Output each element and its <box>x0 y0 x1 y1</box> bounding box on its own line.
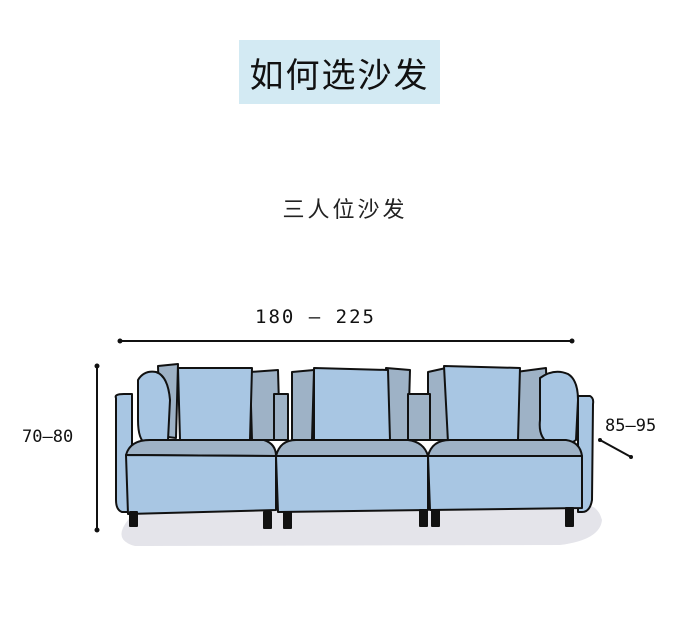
sofa <box>114 363 595 529</box>
back-frame-mid-left <box>273 393 289 441</box>
seat-front-1 <box>125 454 277 515</box>
sofa-leg <box>419 509 428 527</box>
back-frame-mid-right <box>407 393 431 441</box>
depth-dimension-line <box>598 438 633 459</box>
depth-dimension-label: 85–95 <box>605 416 657 436</box>
bolster-pillow-right <box>538 370 579 447</box>
seat-front-3 <box>427 455 583 511</box>
title-banner: 如何选沙发 <box>239 40 440 104</box>
section-subtitle: 三人位沙发 <box>282 198 408 223</box>
height-dimension-label: 70–80 <box>22 427 74 447</box>
width-dimension-line <box>117 338 575 344</box>
seat-top-1 <box>125 439 277 457</box>
sofa-leg <box>565 507 574 527</box>
seat-top-3 <box>427 439 583 457</box>
sofa-leg <box>263 511 272 529</box>
throw-pillow-2 <box>313 367 391 443</box>
seat-front-2 <box>275 455 429 513</box>
seat-top-2 <box>275 439 429 457</box>
throw-pillow-1 <box>177 367 253 441</box>
back-cushion-3 <box>291 369 315 441</box>
sofa-leg <box>129 511 138 527</box>
sofa-leg <box>283 511 292 529</box>
sofa-leg <box>431 509 440 527</box>
width-dimension-label: 180 – 225 <box>255 306 376 328</box>
page-title: 如何选沙发 <box>249 55 430 96</box>
height-dimension-line <box>94 363 100 533</box>
throw-pillow-3 <box>443 365 521 443</box>
bolster-pillow-left <box>137 370 171 447</box>
floor-shadow <box>121 505 602 546</box>
